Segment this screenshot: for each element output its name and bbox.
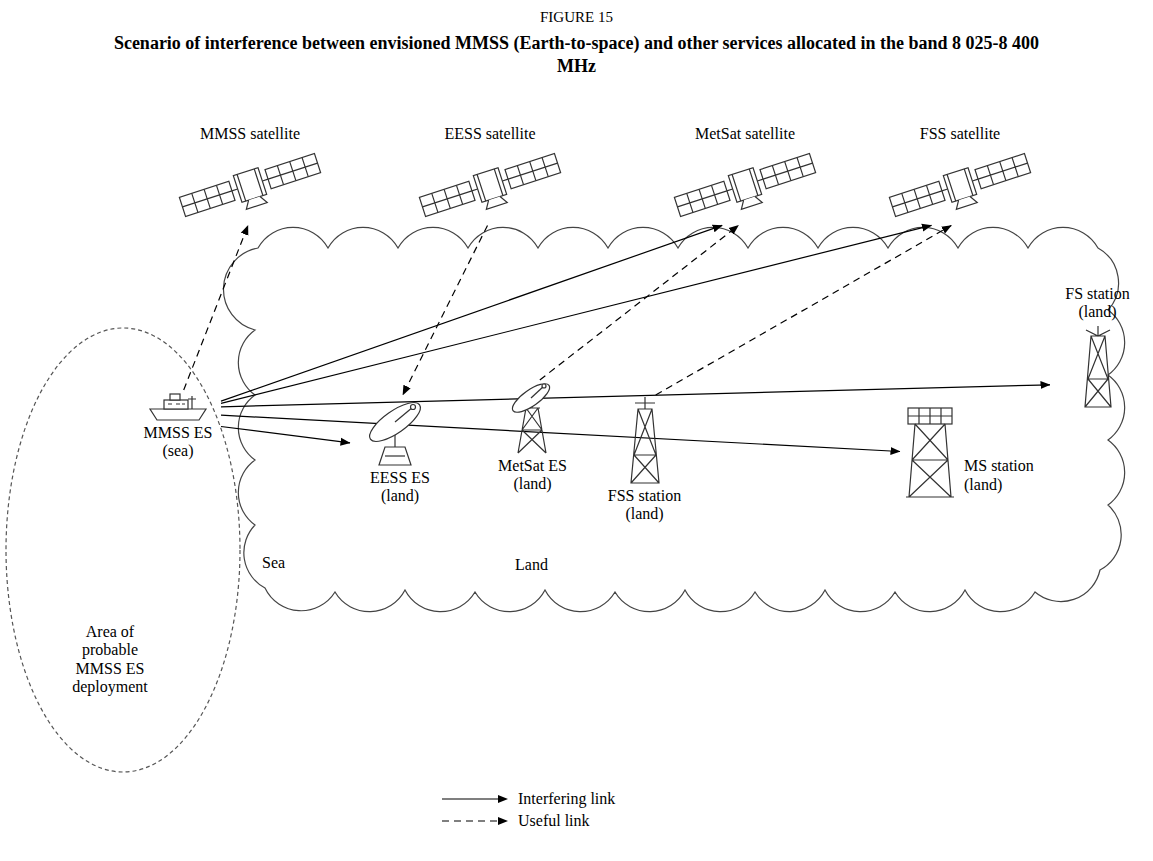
node-label: EESS satellite xyxy=(405,125,575,143)
legend-row: Useful link xyxy=(440,810,720,832)
interfering-link xyxy=(221,427,350,443)
node-label: MMSS satellite xyxy=(165,125,335,143)
legend-line-sample xyxy=(440,792,510,806)
legend-line xyxy=(442,820,500,821)
satellite-icon xyxy=(670,145,820,225)
legend-label: Useful link xyxy=(518,811,590,830)
satellite-node: EESS satellite xyxy=(405,125,575,225)
earth-station-node: MetSat ES (land) xyxy=(485,380,580,494)
satellite-icon xyxy=(415,145,565,225)
legend-label: Interfering link xyxy=(518,789,615,808)
small-dish-antenna-icon xyxy=(498,380,568,455)
node-label: MMSS ES (sea) xyxy=(138,424,218,461)
interfering-link xyxy=(221,225,722,401)
text-slot: Sea xyxy=(262,553,322,572)
area-ellipse xyxy=(3,325,243,775)
figure-number: FIGURE 15 xyxy=(0,8,1153,26)
dish-antenna-icon xyxy=(355,395,445,467)
node-label: FSS satellite xyxy=(875,125,1045,143)
station-node: MS station (land) xyxy=(900,405,1050,500)
satellite-icon xyxy=(885,145,1035,225)
earth-station-node: MMSS ES (sea) xyxy=(135,390,221,461)
interfering-link xyxy=(221,415,900,451)
land-cloud xyxy=(223,227,1124,611)
node-label: EESS ES (land) xyxy=(365,469,435,506)
legend-line-sample xyxy=(440,814,510,828)
area-label: Area of probable MMSS ES deployment xyxy=(60,623,160,697)
text-slot: Land xyxy=(515,555,575,574)
legend-row: Interfering link xyxy=(440,788,720,810)
text-slot: Scenario of interference between envisio… xyxy=(100,32,1053,79)
node-label: MetSat satellite xyxy=(660,125,830,143)
useful-link xyxy=(403,225,488,395)
station-node: FS station (land) xyxy=(1050,285,1145,409)
useful-link xyxy=(656,225,952,395)
satellite-node: FSS satellite xyxy=(875,125,1045,225)
satellite-node: MMSS satellite xyxy=(165,125,335,225)
tower-icon xyxy=(625,395,665,485)
figure-title: Scenario of interference between envisio… xyxy=(100,32,1053,79)
useful-link xyxy=(184,225,248,390)
satellite-icon xyxy=(175,145,325,225)
useful-link xyxy=(540,225,739,380)
region-label: Sea xyxy=(262,553,322,572)
legend-line xyxy=(442,798,500,799)
node-label: FS station (land) xyxy=(1055,285,1140,322)
region-label: Land xyxy=(515,555,575,574)
node-label: FSS station (land) xyxy=(602,487,687,524)
relay-tower-icon xyxy=(1078,324,1118,409)
node-label: MetSat ES (land) xyxy=(493,457,573,494)
node-label: MS station (land) xyxy=(964,457,1049,500)
legend-arrowhead xyxy=(498,817,508,825)
legend-arrowhead xyxy=(498,795,508,803)
text-slot: Area of probable MMSS ES deployment xyxy=(60,623,160,697)
ship-icon xyxy=(148,390,208,422)
interfering-link xyxy=(221,225,932,403)
legend: Interfering linkUseful link xyxy=(440,788,720,832)
text-slot: FIGURE 15 xyxy=(0,8,1153,26)
station-node: FSS station (land) xyxy=(597,395,692,524)
deployment-area: Area of probable MMSS ES deployment MMSS … xyxy=(3,325,243,775)
lattice-tower-icon xyxy=(900,405,960,500)
satellite-node: MetSat satellite xyxy=(660,125,830,225)
earth-station-node: EESS ES (land) xyxy=(350,395,450,506)
